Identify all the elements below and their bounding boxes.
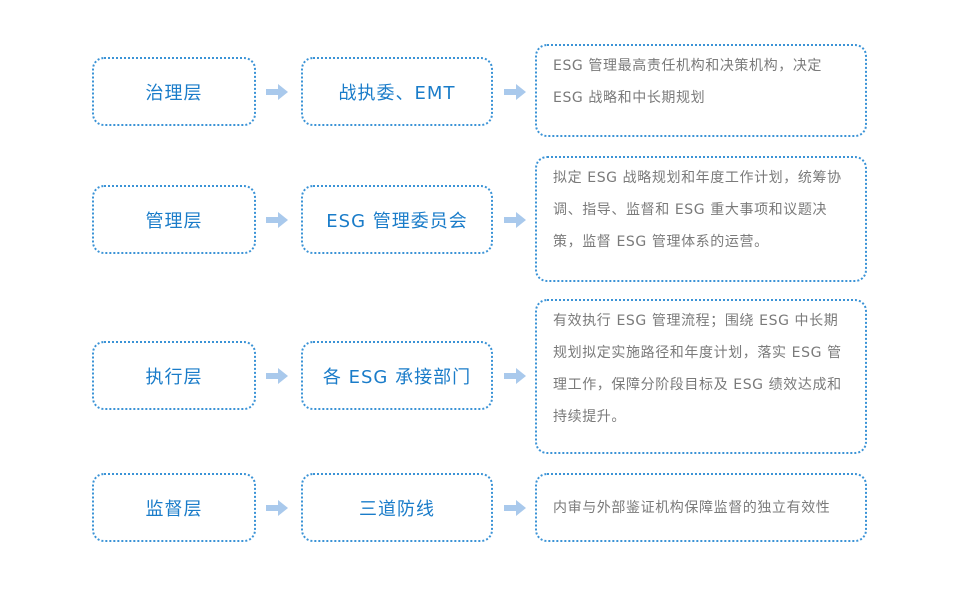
body-label: 三道防线 [359, 498, 435, 520]
arrow-right-icon [266, 212, 288, 228]
description-text: ESG 管理最高责任机构和决策机构，决定 ESG 战略和中长期规划 [553, 58, 823, 106]
arrow-right-icon [266, 500, 288, 516]
description-text: 拟定 ESG 战略规划和年度工作计划，统筹协调、指导、监督和 ESG 重大事项和… [553, 170, 842, 250]
level-box-governance: 治理层 [92, 57, 256, 126]
arrow-right-icon [504, 500, 526, 516]
arrow-right-icon [504, 84, 526, 100]
level-box-execution: 执行层 [92, 341, 256, 410]
level-label: 管理层 [145, 210, 203, 232]
description-text: 有效执行 ESG 管理流程；围绕 ESG 中长期规划拟定实施路径和年度计划，落实… [553, 313, 842, 425]
level-box-management: 管理层 [92, 185, 256, 254]
body-label: ESG 管理委员会 [326, 210, 468, 232]
desc-box-management: 拟定 ESG 战略规划和年度工作计划，统筹协调、指导、监督和 ESG 重大事项和… [535, 156, 867, 282]
level-label: 治理层 [145, 82, 203, 104]
body-label: 战执委、EMT [338, 82, 456, 104]
body-box-governance: 战执委、EMT [301, 57, 493, 126]
body-box-execution: 各 ESG 承接部门 [301, 341, 493, 410]
desc-box-execution: 有效执行 ESG 管理流程；围绕 ESG 中长期规划拟定实施路径和年度计划，落实… [535, 299, 867, 454]
body-box-management: ESG 管理委员会 [301, 185, 493, 254]
level-label: 监督层 [145, 498, 203, 520]
arrow-right-icon [266, 368, 288, 384]
level-box-supervision: 监督层 [92, 473, 256, 542]
arrow-right-icon [504, 212, 526, 228]
body-label: 各 ESG 承接部门 [322, 366, 472, 388]
body-box-supervision: 三道防线 [301, 473, 493, 542]
arrow-right-icon [504, 368, 526, 384]
desc-box-supervision: 内审与外部鉴证机构保障监督的独立有效性 [535, 473, 867, 542]
description-text: 内审与外部鉴证机构保障监督的独立有效性 [553, 499, 831, 516]
desc-box-governance: ESG 管理最高责任机构和决策机构，决定 ESG 战略和中长期规划 [535, 44, 867, 137]
level-label: 执行层 [145, 366, 203, 388]
arrow-right-icon [266, 84, 288, 100]
